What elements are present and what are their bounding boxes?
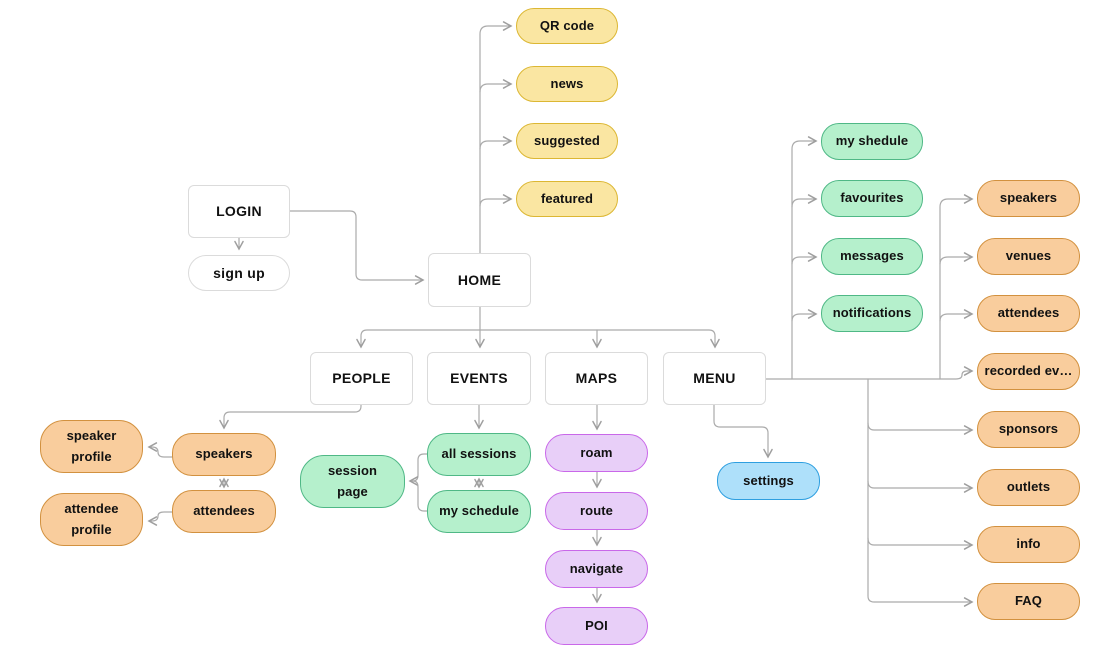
node-poi[interactable]: POI — [545, 607, 648, 645]
edge-home-news — [479, 79, 513, 93]
node-info[interactable]: info — [977, 526, 1080, 563]
edge-menu-faq — [867, 378, 974, 607]
node-label: favourites — [840, 190, 904, 206]
edge-menu-sponsors — [867, 422, 974, 435]
node-label: LOGIN — [216, 203, 262, 220]
node-attendee-profile[interactable]: attendee profile — [40, 493, 143, 546]
node-label: route — [580, 502, 613, 518]
edge-menu-attendees-menu — [939, 309, 974, 322]
edge-menu-messages — [791, 252, 818, 265]
node-route[interactable]: route — [545, 492, 648, 530]
node-label: attendee profile — [64, 500, 119, 537]
edge-home-qr-code — [479, 21, 513, 254]
node-label: suggested — [534, 132, 600, 148]
node-label: MENU — [693, 370, 736, 387]
node-label: attendees — [997, 305, 1060, 321]
edge-home-people — [356, 329, 481, 349]
node-recorded-events[interactable]: recorded ev… — [977, 353, 1080, 390]
node-label: speaker profile — [66, 427, 117, 464]
edge-menu-outlets — [867, 480, 974, 493]
edge-login-home — [289, 210, 425, 285]
node-outlets[interactable]: outlets — [977, 469, 1080, 506]
node-maps[interactable]: MAPS — [545, 352, 648, 405]
node-session-page[interactable]: session page — [300, 455, 405, 508]
node-label: featured — [540, 190, 594, 206]
edge-menu-recorded-events — [765, 366, 974, 380]
node-label: recorded ev… — [984, 363, 1073, 379]
node-settings[interactable]: settings — [717, 462, 820, 500]
node-qr-code[interactable]: QR code — [516, 8, 618, 44]
node-label: speakers — [999, 190, 1058, 206]
node-news[interactable]: news — [516, 66, 618, 102]
edge-menu-settings — [713, 404, 773, 459]
node-label: settings — [743, 472, 794, 488]
node-messages[interactable]: messages — [821, 238, 923, 275]
node-venues[interactable]: venues — [977, 238, 1080, 275]
edge-home-menu — [479, 329, 720, 349]
edge-my-schedule-session-page — [412, 480, 428, 512]
edge-home-featured — [479, 194, 513, 207]
node-label: FAQ — [1014, 593, 1043, 609]
node-notifications[interactable]: notifications — [821, 295, 923, 332]
node-events[interactable]: EVENTS — [427, 352, 531, 405]
edge-menu-speakers-menu — [939, 194, 974, 380]
edge-menu-venues — [939, 252, 974, 265]
node-label: navigate — [569, 560, 624, 576]
node-speakers-menu[interactable]: speakers — [977, 180, 1080, 217]
node-navigate[interactable]: navigate — [545, 550, 648, 588]
node-label: info — [1016, 536, 1041, 552]
node-login[interactable]: LOGIN — [188, 185, 290, 238]
edge-menu-favourites — [791, 194, 818, 208]
edge-menu-my-shedule — [791, 136, 818, 380]
node-home[interactable]: HOME — [428, 253, 531, 307]
node-label: roam — [580, 444, 613, 460]
node-label: speakers — [195, 446, 253, 462]
node-sponsors[interactable]: sponsors — [977, 411, 1080, 448]
node-my-shedule[interactable]: my shedule — [821, 123, 923, 160]
node-label: messages — [840, 248, 904, 264]
node-label: venues — [1005, 248, 1052, 264]
edge-all-sessions-session-page — [408, 453, 428, 486]
node-attendees[interactable]: attendees — [172, 490, 276, 533]
node-label: EVENTS — [450, 370, 508, 387]
node-menu[interactable]: MENU — [663, 352, 766, 405]
node-all-sessions[interactable]: all sessions — [427, 433, 531, 476]
node-label: attendees — [193, 503, 255, 519]
edge-speakers-speaker-profile — [147, 442, 173, 458]
node-label: outlets — [1006, 479, 1051, 495]
node-label: notifications — [832, 305, 912, 321]
node-label: MAPS — [575, 370, 618, 387]
edge-attendees-attendee-profile — [147, 511, 173, 526]
node-label: session page — [327, 462, 378, 499]
node-label: QR code — [539, 17, 595, 33]
node-label: PEOPLE — [332, 370, 391, 387]
node-suggested[interactable]: suggested — [516, 123, 618, 159]
node-roam[interactable]: roam — [545, 434, 648, 472]
node-label: all sessions — [441, 446, 517, 462]
edge-menu-info — [867, 537, 974, 550]
node-favourites[interactable]: favourites — [821, 180, 923, 217]
node-label: sponsors — [998, 421, 1059, 437]
node-label: my shedule — [835, 133, 909, 149]
node-sign-up[interactable]: sign up — [188, 255, 290, 291]
node-label: news — [550, 75, 584, 91]
node-speakers[interactable]: speakers — [172, 433, 276, 476]
node-label: sign up — [213, 264, 265, 281]
node-attendees-menu[interactable]: attendees — [977, 295, 1080, 332]
edge-menu-notifications — [791, 309, 818, 322]
edge-people-speakers — [219, 404, 362, 430]
node-people[interactable]: PEOPLE — [310, 352, 413, 405]
node-label: my schedule — [439, 503, 519, 519]
node-featured[interactable]: featured — [516, 181, 618, 217]
node-my-schedule[interactable]: my schedule — [427, 490, 531, 533]
node-label: POI — [585, 617, 608, 633]
node-faq[interactable]: FAQ — [977, 583, 1080, 620]
node-label: HOME — [457, 271, 502, 288]
node-speaker-profile[interactable]: speaker profile — [40, 420, 143, 473]
edge-home-suggested — [479, 136, 513, 150]
